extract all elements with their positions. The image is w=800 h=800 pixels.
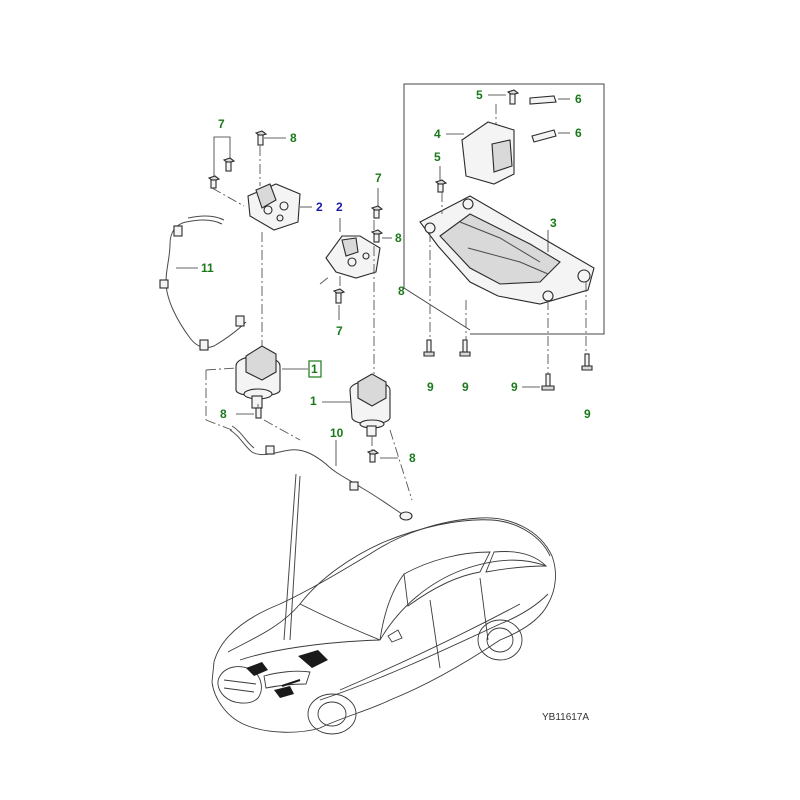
- callout-3: 3: [550, 216, 557, 230]
- callout-10: 10: [330, 426, 344, 440]
- pointer-line-a: [283, 473, 297, 641]
- callout-9-b: 9: [462, 380, 469, 394]
- callout-1-boxed: 1: [311, 362, 318, 376]
- subframe-bolts-9: [423, 339, 593, 391]
- callout-5-top: 5: [476, 88, 483, 102]
- alignment-lines: [205, 104, 587, 501]
- subframe-3: [419, 195, 595, 305]
- callout-8-mid: 8: [395, 231, 402, 245]
- mount-bracket-left: [247, 183, 312, 231]
- reference-code: YB11617A: [542, 712, 589, 723]
- callout-8-mount-right: 8: [409, 451, 416, 465]
- callout-4: 4: [434, 127, 441, 141]
- callout-8-top: 8: [290, 131, 297, 145]
- callout-7-left: 7: [218, 117, 225, 131]
- callout-6-top: 6: [575, 92, 582, 106]
- callout-7-mid-top: 7: [375, 171, 382, 185]
- engine-mount-1-right: [322, 373, 398, 463]
- engine-mount-4: [446, 121, 515, 185]
- callout-8-frame: 8: [398, 284, 405, 298]
- callout-11: 11: [201, 261, 214, 275]
- bolts-left-group: [207, 130, 286, 189]
- wiring-harness-11: [159, 215, 247, 351]
- callout-9-c: 9: [511, 380, 518, 394]
- callout-9-d: 9: [584, 407, 591, 421]
- bolts-right-group: [434, 89, 570, 193]
- callout-2-left: 2: [316, 200, 323, 214]
- engine-mount-1-left: [235, 345, 308, 419]
- vehicle-locator-illustration: [211, 517, 556, 735]
- subframe-group-frame: [403, 83, 605, 335]
- callout-9-a: 9: [427, 380, 434, 394]
- mount-bracket-right: [325, 188, 392, 320]
- callout-7-mid-low: 7: [336, 324, 343, 338]
- callout-5-low: 5: [434, 150, 441, 164]
- wiring-harness-10: [229, 425, 413, 521]
- callout-1-plain: 1: [310, 394, 317, 408]
- callout-box-1: [308, 360, 322, 378]
- callout-2-right: 2: [336, 200, 343, 214]
- callout-6-low: 6: [575, 126, 582, 140]
- pointer-line-b: [289, 475, 301, 641]
- callout-8-mount-left: 8: [220, 407, 227, 421]
